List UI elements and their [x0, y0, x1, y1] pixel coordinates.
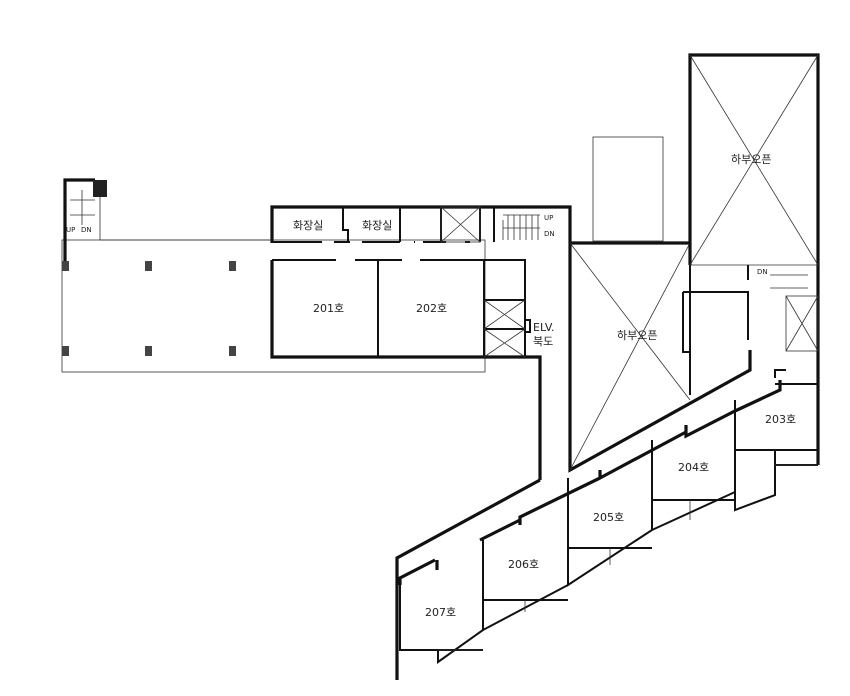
rooms-201-202: [270, 259, 542, 480]
stair-up-label: UP: [544, 214, 553, 222]
restroom-1-label: 화장실: [293, 219, 323, 232]
room-205-label: 205호: [593, 511, 624, 524]
column: [62, 261, 236, 356]
service-block: [270, 205, 572, 243]
right-stair-dn-label: DN: [757, 268, 768, 276]
room-203-label: 203호: [765, 413, 796, 426]
open-below-label-1: 하부오픈: [731, 152, 771, 166]
room-207-label: 207호: [425, 606, 456, 619]
elv-label: ELV.: [533, 321, 554, 334]
room-202-label: 202호: [416, 302, 447, 315]
corridor-walls: [395, 241, 782, 680]
stair-dn-label: DN: [544, 230, 555, 238]
restroom-2-label: 화장실: [362, 219, 392, 232]
room-201-label: 201호: [313, 302, 344, 315]
room-204-label: 204호: [678, 461, 709, 474]
corridor-label: 북도: [533, 335, 553, 348]
left-stair-up-label: UP: [66, 226, 75, 234]
room-206-label: 206호: [508, 558, 539, 571]
open-below-label-2: 하부오픈: [617, 328, 657, 342]
left-stair-dn-label: DN: [81, 226, 92, 234]
unit-walls: [399, 400, 818, 664]
open-below-areas: [569, 53, 820, 471]
